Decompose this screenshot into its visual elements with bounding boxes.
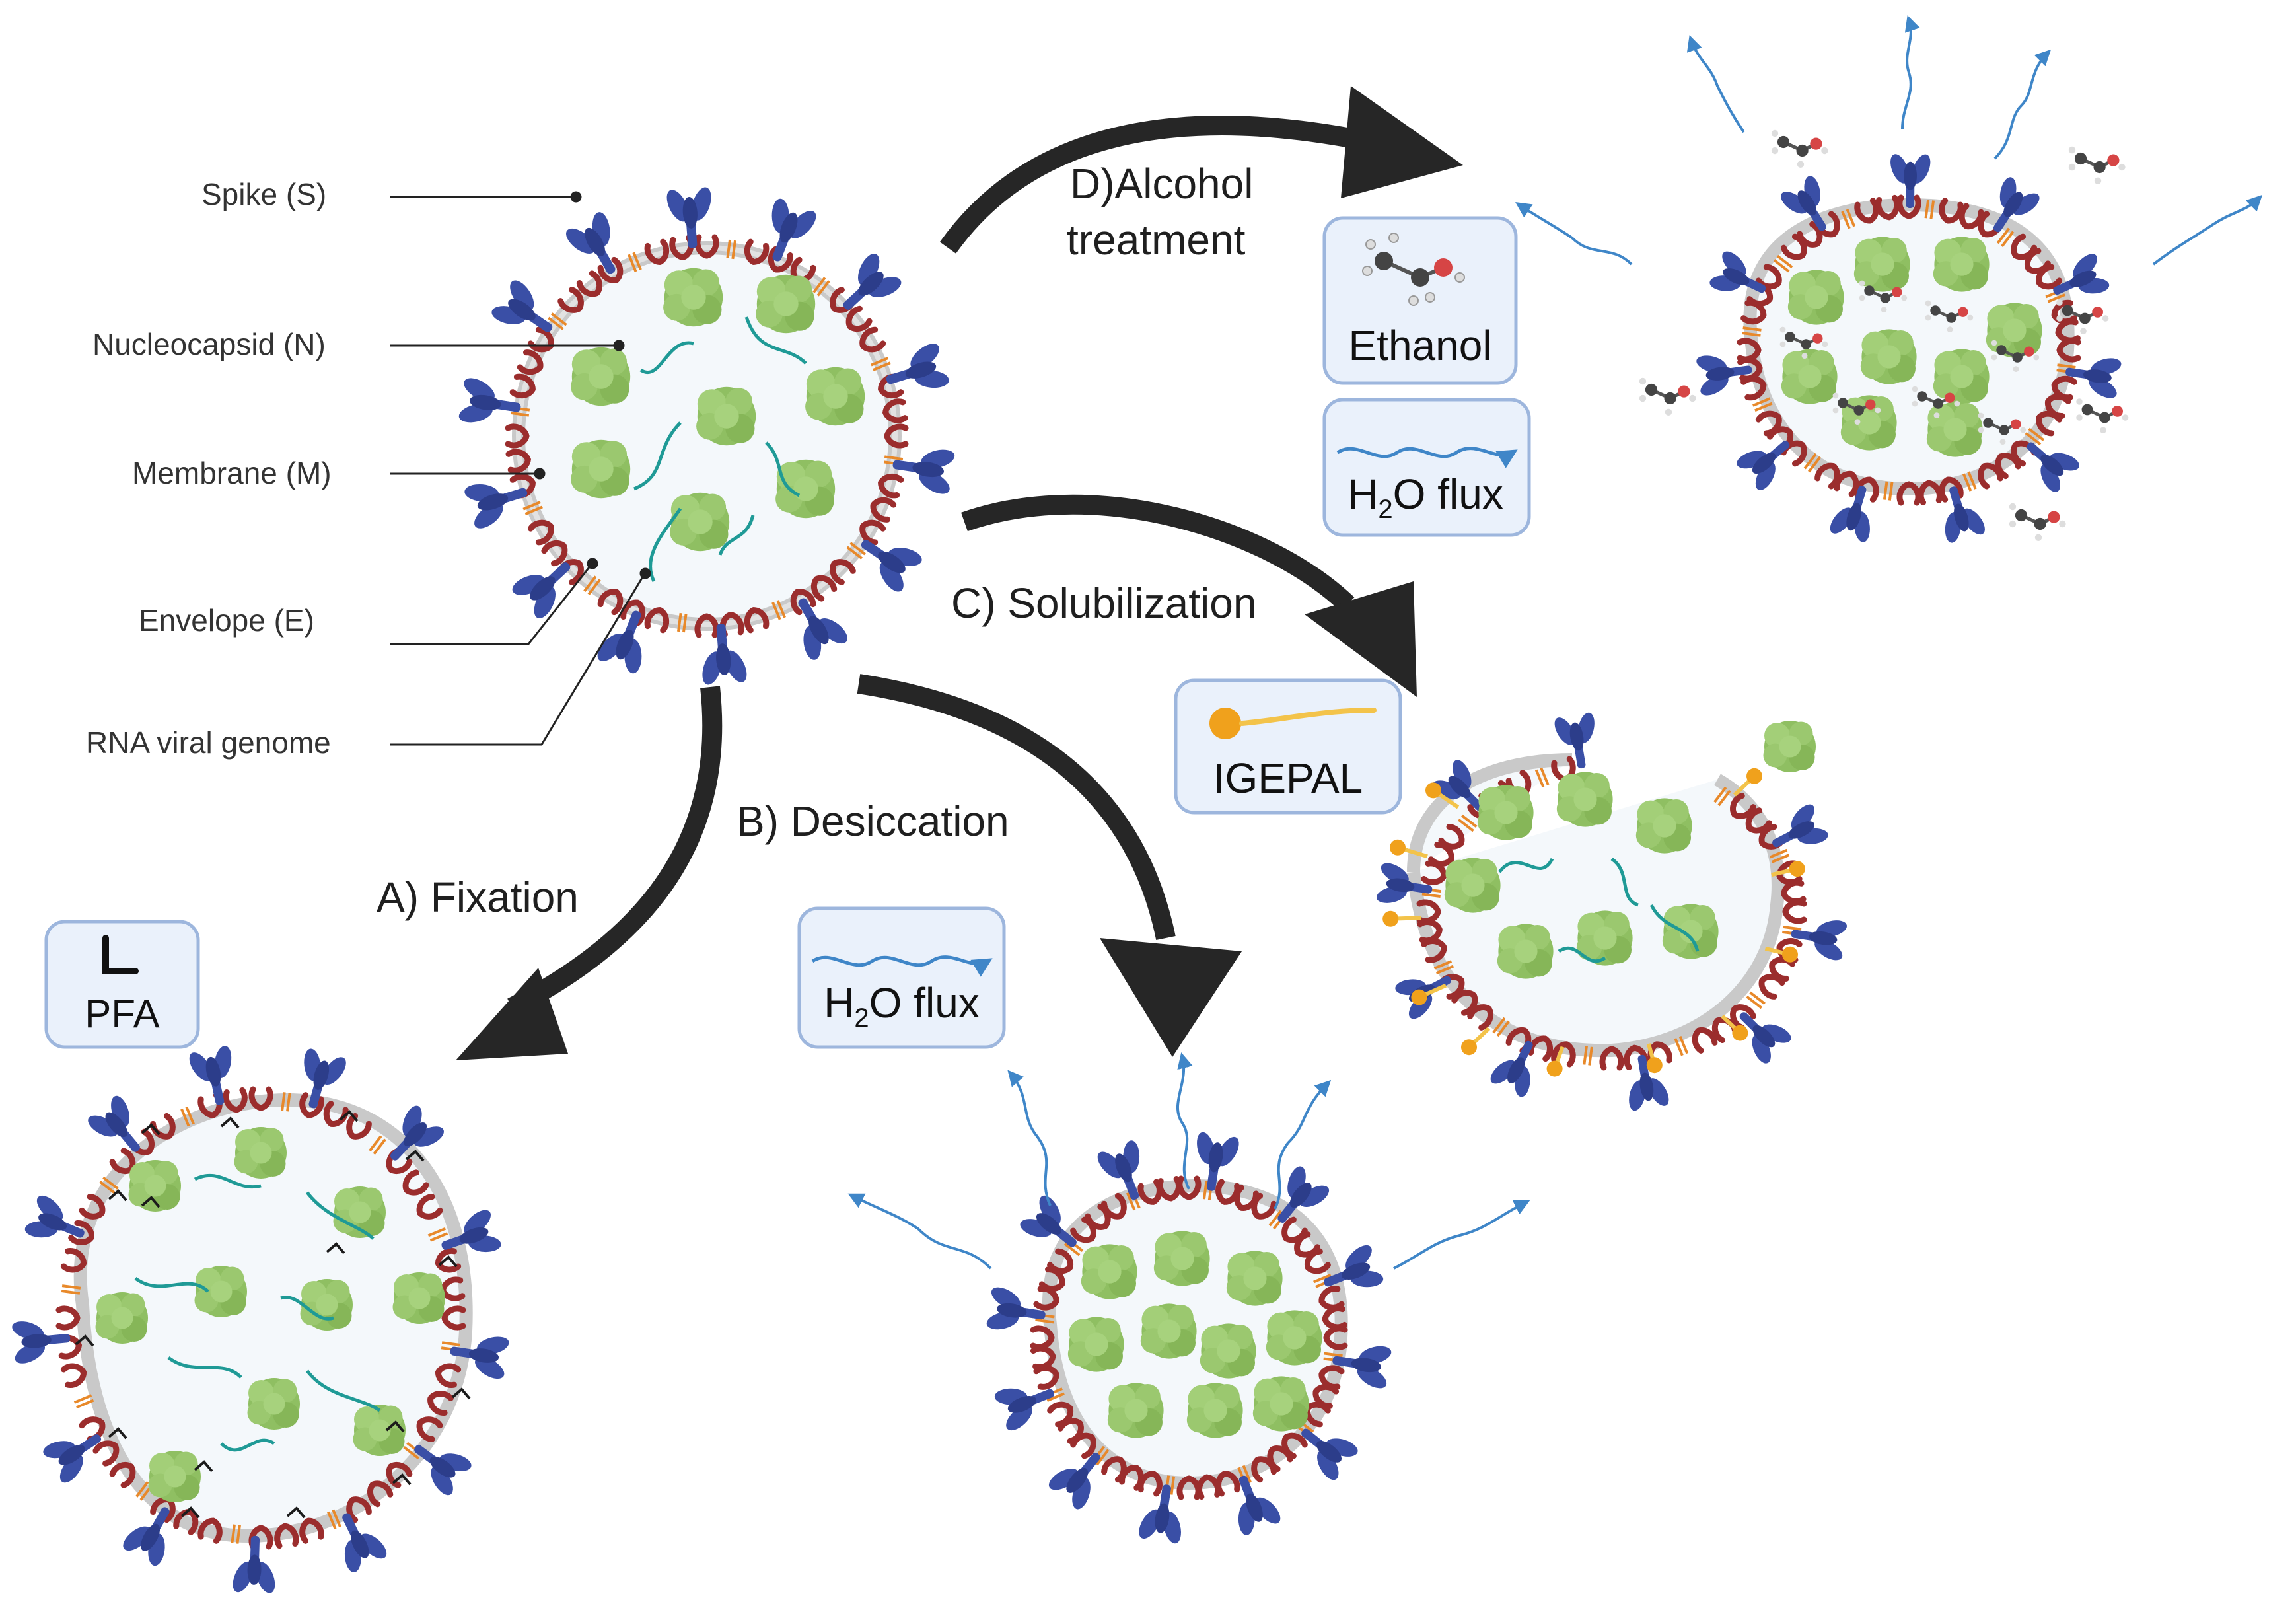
membrane-protein — [1033, 1347, 1054, 1368]
ethanol-molecules — [1639, 129, 2129, 541]
alcohol-h2o-label: H2O flux — [1347, 470, 1503, 524]
water-wave-icon — [811, 955, 993, 977]
arrow-to-alcohol — [939, 86, 1463, 254]
envelope-protein — [73, 1394, 94, 1409]
igepal-molecule — [1546, 1046, 1565, 1077]
ethanol-molecule — [2076, 398, 2129, 433]
spike-protein — [1692, 346, 1756, 401]
desiccated-virus — [982, 1128, 1396, 1548]
desiccation-h2o-label: H2O flux — [824, 979, 980, 1033]
envelope-protein — [1674, 1036, 1689, 1056]
membrane-protein — [1033, 1329, 1052, 1347]
ethanol-label: Ethanol — [1348, 322, 1491, 369]
surfactant-icon — [1209, 708, 1377, 739]
water-wave-icon — [1336, 447, 1518, 468]
membrane-protein — [1785, 902, 1804, 921]
ethanol-molecule — [2009, 503, 2066, 541]
ethanol-molecule-icon — [1362, 233, 1465, 306]
ethanol-molecule — [1912, 386, 1960, 418]
arrow-to-fixation — [456, 686, 723, 1060]
arrow-to-solubilization — [961, 494, 1417, 697]
envelope-protein — [1746, 991, 1766, 1009]
spike-protein — [8, 1313, 73, 1369]
ethanol-molecule — [1771, 129, 1828, 168]
step-d-label-line1: D)Alcohol — [1070, 160, 1253, 207]
label-leaders — [390, 191, 651, 746]
alcohol-h2o-box: H2O flux — [1322, 398, 1531, 537]
step-a-label: A) Fixation — [377, 873, 579, 921]
ethanol-molecule — [1832, 392, 1881, 425]
igepal-molecule — [1764, 946, 1798, 963]
arrow-to-desiccation — [857, 674, 1242, 1057]
solubilized-virus — [1373, 708, 1851, 1115]
step-c-label: C) Solubilization — [951, 579, 1256, 627]
label-rna: RNA viral genome — [86, 725, 331, 760]
membrane-protein — [59, 1309, 77, 1327]
label-envelope: Envelope (E) — [139, 603, 314, 638]
igepal-molecule — [1390, 839, 1428, 859]
ethanol-molecule — [1779, 326, 1828, 359]
ethanol-molecule — [1639, 377, 1696, 416]
label-membrane: Membrane (M) — [132, 456, 332, 490]
igepal-label: IGEPAL — [1213, 754, 1363, 802]
pfa-molecule-icon — [102, 935, 139, 974]
label-nucleocapsid: Nucleocapsid (N) — [92, 327, 326, 361]
membrane-protein — [1758, 972, 1783, 998]
spike-protein — [989, 1368, 1063, 1438]
igepal-molecule — [1771, 861, 1805, 877]
native-virus — [454, 184, 959, 688]
igepal-molecule — [1382, 910, 1421, 927]
step-b-label: B) Desiccation — [736, 797, 1009, 845]
ethanol-molecule — [1991, 340, 2040, 372]
desiccation-h2o-box: H2O flux — [797, 906, 1006, 1049]
pfa-box: PFA — [44, 920, 200, 1049]
membrane-protein — [1783, 882, 1803, 903]
pfa-label: PFA — [85, 992, 159, 1036]
igepal-molecule — [1733, 768, 1762, 797]
ethanol-molecule — [1978, 412, 2027, 445]
igepal-molecule — [1646, 1043, 1663, 1074]
membrane-protein — [63, 1364, 86, 1386]
igepal-molecule — [1461, 1027, 1491, 1056]
step-d-label-line2: treatment — [1067, 216, 1246, 264]
ethanol-molecule — [2068, 146, 2126, 184]
ethanol-molecule — [1859, 280, 1908, 312]
ethanol-molecule — [2056, 299, 2109, 334]
alcohol-treated-virus — [1692, 151, 2126, 548]
alcohol-water-flux — [1515, 15, 2263, 266]
label-spike: Spike (S) — [201, 177, 326, 211]
desiccation-water-flux — [847, 1052, 1530, 1270]
igepal-molecule — [1411, 983, 1447, 1005]
membrane-protein — [1602, 1049, 1621, 1068]
ethanol-molecule — [1925, 300, 1974, 332]
igepal-molecule — [1425, 782, 1460, 809]
igepal-molecule — [1721, 1014, 1748, 1041]
fixed-virus — [8, 1041, 513, 1597]
igepal-box: IGEPAL — [1174, 678, 1402, 815]
ethanol-box: Ethanol — [1322, 216, 1518, 385]
